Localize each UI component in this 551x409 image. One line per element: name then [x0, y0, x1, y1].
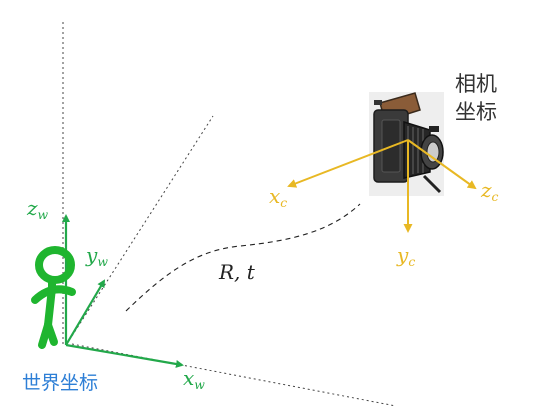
world-x-axis-base: x — [183, 366, 195, 390]
camera-z-axis-label: zc — [481, 178, 499, 203]
transform-curve — [125, 203, 361, 312]
camera-x-axis-label: xc — [269, 184, 287, 209]
camera-y-axis-sub: c — [408, 254, 416, 270]
camera-y-axis-base: y — [397, 243, 409, 267]
world-x-axis-sub: w — [194, 377, 205, 393]
world-y-axis — [65, 279, 106, 346]
guide-line-diagonal — [71, 115, 214, 337]
world-x-axis — [65, 343, 184, 368]
world-x-axis-label: xw — [183, 366, 205, 391]
world-y-axis-base: y — [86, 243, 98, 267]
camera-x-axis — [287, 139, 409, 188]
world-z-axis-sub: w — [37, 207, 49, 223]
transform-label: R, t — [219, 260, 255, 284]
world-y-axis-label: yw — [86, 243, 108, 268]
camera-icon — [369, 92, 444, 196]
camera-z-axis-base: z — [481, 178, 492, 202]
camera-z-axis-sub: c — [491, 189, 499, 205]
camera-y-axis-label: yc — [397, 243, 415, 268]
camera-label-line2: 坐标 — [455, 100, 497, 125]
camera-coordinate-label: 相机 坐标 — [455, 70, 497, 127]
camera-x-axis-base: x — [269, 184, 281, 208]
camera-z-axis — [407, 139, 477, 190]
world-z-axis-label: zw — [27, 196, 48, 221]
world-z-axis-base: z — [27, 196, 38, 220]
person-figure — [31, 246, 76, 349]
camera-label-line1: 相机 — [455, 72, 497, 96]
world-y-axis-sub: w — [97, 254, 108, 270]
camera-x-axis-sub: c — [280, 195, 288, 211]
world-coordinate-label: 世界坐标 — [22, 372, 99, 394]
